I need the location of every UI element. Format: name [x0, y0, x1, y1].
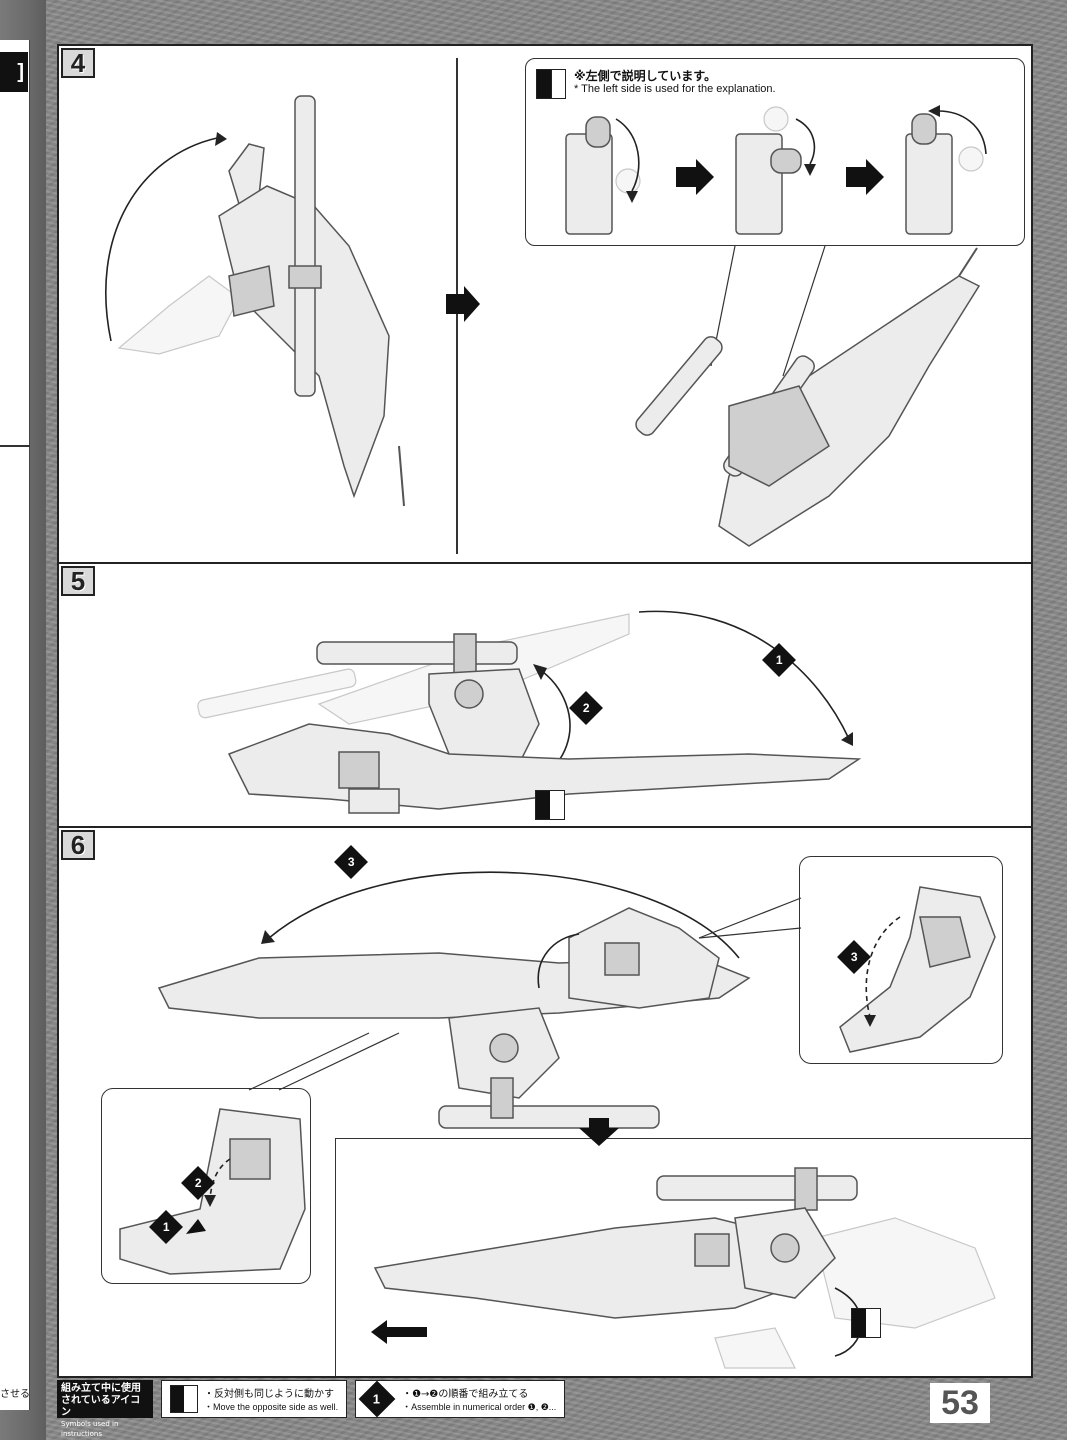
- next-arrow: [446, 286, 480, 322]
- fold-arrow-3: [268, 871, 740, 959]
- left-barrel: [635, 336, 723, 436]
- opposite-side-icon: [170, 1385, 198, 1413]
- detail-callout-left: 2 1: [101, 1088, 311, 1284]
- head-joint: [604, 942, 640, 976]
- sequence-diagrams: [565, 105, 987, 235]
- wing-top-fin: [228, 143, 265, 206]
- lower-barrel: [438, 1105, 660, 1129]
- ghost-wing: [117, 275, 240, 355]
- step-number: 6: [61, 830, 95, 860]
- wing-unit-illustration: [105, 95, 405, 507]
- antenna: [958, 247, 978, 277]
- fold-arrow-3-head: [261, 930, 275, 944]
- swing-arrow-1: [638, 610, 850, 740]
- explanation-note: ※左側で説明しています。 * The left side is used for…: [525, 58, 1025, 246]
- wing-foot: [348, 788, 400, 814]
- ghost-barrel: [197, 668, 357, 719]
- step-number: 5: [61, 566, 95, 596]
- wing-tip-line: [398, 445, 405, 507]
- note-english: * The left side is used for the explanat…: [574, 83, 776, 95]
- result-frame: [335, 1138, 1031, 1376]
- rotate-arrow-head: [215, 132, 227, 146]
- pivot-joint: [454, 679, 484, 709]
- step-4-panel: 4 ※左側で説明しています。 * The left side is used f…: [59, 46, 1031, 564]
- head-unit: [568, 907, 720, 1009]
- cannon-sight: [288, 265, 322, 289]
- center-joint: [694, 1233, 730, 1267]
- opposite-side-icon: [851, 1308, 881, 1338]
- top-barrel-clamp: [794, 1167, 818, 1211]
- step-6-top-illustration: [157, 871, 751, 1129]
- callout-pointer-left: [248, 1032, 400, 1091]
- legend-bar: 組み立て中に使用 されているアイコン Symbols used in instr…: [57, 1380, 981, 1438]
- detail-callout-right: 3: [799, 856, 1003, 1064]
- small-rotate-arrow: [537, 933, 580, 989]
- note-japanese: ※左側で説明しています。: [574, 69, 717, 83]
- left-direction-arrow: [371, 1320, 427, 1344]
- ghost-head: [814, 1217, 996, 1329]
- instruction-page: 4 ※左側で説明しています。 * The left side is used f…: [57, 44, 1033, 1378]
- opposite-side-icon: [535, 790, 565, 820]
- previous-page-text: させる: [0, 1389, 30, 1400]
- step-5-panel: 5 1 2: [59, 564, 1031, 828]
- previous-page-edge: ] させる: [0, 40, 30, 1410]
- wing-joint-block: [338, 751, 380, 789]
- rotate-arrow-2-head: [533, 664, 547, 680]
- numerical-order-icon: 1: [358, 1380, 396, 1418]
- opposite-side-icon: [536, 69, 566, 99]
- barrel-clamp: [453, 633, 477, 675]
- cannon-hull: [718, 275, 981, 547]
- ghost-lower: [714, 1327, 796, 1369]
- main-wing: [227, 723, 862, 810]
- step-5-illustration: [197, 610, 862, 814]
- wing-joint: [228, 265, 275, 317]
- callout-pointer-right: [698, 897, 802, 939]
- deployed-cannon-illustration: [635, 247, 981, 547]
- cannon-barrel: [294, 95, 316, 397]
- previous-page-tab: ]: [0, 52, 28, 92]
- detail-left-illustration: [119, 1108, 306, 1275]
- previous-page-rule: [0, 445, 30, 447]
- top-barrel: [656, 1175, 858, 1201]
- pivot-housing-joint: [770, 1233, 800, 1263]
- step-6-result-illustration: [373, 1167, 996, 1369]
- legend-opposite-side: ・反対側も同じように動かす ・Move the opposite side as…: [161, 1380, 348, 1418]
- legend-title: 組み立て中に使用 されているアイコン Symbols used in instr…: [57, 1380, 153, 1438]
- page-number: 53: [930, 1383, 990, 1423]
- detail-right-illustration: [839, 886, 996, 1053]
- lower-barrel-clamp: [490, 1077, 514, 1119]
- upper-barrel: [316, 641, 518, 665]
- pivot-block: [428, 668, 540, 765]
- swing-arrow-1-head: [841, 732, 853, 746]
- lower-joint: [489, 1033, 519, 1063]
- cannon-mount: [728, 385, 830, 487]
- step-number: 4: [61, 48, 95, 78]
- rotate-arrow: [105, 137, 218, 342]
- down-arrow: [579, 1118, 619, 1146]
- step-6-panel: 6 3 3: [59, 828, 1031, 1376]
- legend-numerical-order: 1 ・❶→❷の順番で組み立てる ・Assemble in numerical o…: [355, 1380, 566, 1418]
